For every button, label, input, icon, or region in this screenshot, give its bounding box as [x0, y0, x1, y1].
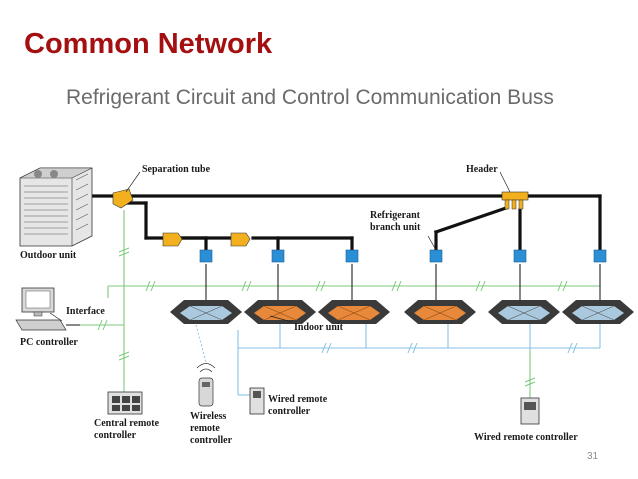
- label-wireless-1: Wireless: [190, 411, 226, 422]
- indoor-unit-5: [488, 300, 560, 324]
- slide-subtitle: Refrigerant Circuit and Control Communic…: [66, 86, 554, 109]
- wired-remote-icon-a: [249, 387, 265, 415]
- header-manifold: [501, 191, 529, 210]
- label-wired-remote-a-1: Wired remote: [268, 394, 328, 405]
- label-wired-remote-a-2: controller: [268, 406, 311, 417]
- refrigerant-pipes: [88, 194, 602, 252]
- indoor-unit-2: [244, 300, 316, 324]
- leader-lines: [49, 171, 511, 323]
- slide-title: Common Network: [24, 28, 273, 60]
- label-refrigerant-branch-unit-1: Refrigerant: [370, 210, 421, 221]
- branch-fittings: [112, 188, 251, 247]
- indoor-unit-6: [562, 300, 634, 324]
- indoor-unit-3: [318, 300, 390, 324]
- label-wireless-2: remote: [190, 423, 220, 434]
- outdoor-unit-icon: [19, 167, 93, 247]
- label-header: Header: [466, 164, 498, 175]
- network-indoor-drops: [205, 264, 601, 286]
- label-outdoor-unit: Outdoor unit: [20, 250, 77, 261]
- indoor-unit-1: [170, 300, 242, 324]
- label-wired-remote-b: Wired remote controller: [474, 432, 578, 443]
- indoor-unit-connections: [205, 264, 601, 300]
- wired-remote-icon-b: [520, 397, 540, 425]
- central-remote-icon: [107, 391, 143, 415]
- branch-unit-boxes: [199, 249, 607, 263]
- page-number: 31: [587, 451, 599, 462]
- label-central-remote-1: Central remote: [94, 418, 160, 429]
- label-pc-controller: PC controller: [20, 337, 78, 348]
- control-wiring: [237, 322, 601, 396]
- pc-controller-icon: [15, 287, 67, 331]
- label-indoor-unit: Indoor unit: [294, 322, 344, 333]
- label-interface: Interface: [66, 306, 105, 317]
- wireless-remote-icon: [195, 324, 216, 407]
- label-wireless-3: controller: [190, 435, 233, 446]
- indoor-unit-4: [404, 300, 476, 324]
- indoor-units: [170, 300, 634, 324]
- label-separation-tube: Separation tube: [142, 164, 211, 175]
- label-central-remote-2: controller: [94, 430, 137, 441]
- network-break-marks: [97, 247, 568, 387]
- label-refrigerant-branch-unit-2: branch unit: [370, 222, 421, 233]
- separation-tube-fitting: [112, 188, 134, 209]
